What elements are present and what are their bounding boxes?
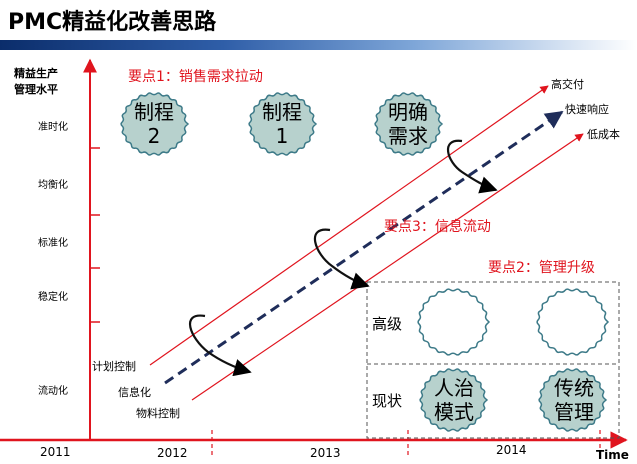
star-process-1-line1: 制程: [262, 100, 302, 124]
cycle-arrow: [446, 139, 498, 194]
level-label-jit: 准时化: [38, 122, 68, 133]
level-label-stable: 稳定化: [38, 292, 68, 303]
star-shape-traditional-mgmt: [538, 368, 608, 432]
panel-label-current: 现状: [372, 392, 403, 410]
star-clear-demand-line1: 明确: [388, 100, 428, 124]
star-process-2: 制程 2: [122, 100, 186, 148]
end-label-low-cost: 低成本: [587, 128, 620, 141]
year-2014: 2014: [496, 443, 527, 457]
star-process-2-line1: 制程: [134, 100, 174, 124]
star-rule-by-people-line1: 人治: [434, 376, 474, 400]
level-label-flow: 流动化: [38, 386, 68, 397]
star-rule-by-people-line2: 模式: [434, 400, 474, 424]
star-shape-rule-by-people: [419, 368, 489, 432]
material-control-line: [191, 133, 584, 401]
year-2012: 2012: [157, 446, 188, 460]
key-point-2: 要点2：管理升级: [488, 260, 595, 276]
cycle-arrow: [188, 314, 252, 377]
x-axis-time-label: Time: [596, 448, 629, 462]
star-shape-advanced-2: [536, 288, 610, 356]
level-label-standard: 标准化: [38, 238, 68, 249]
start-label-plan-control: 计划控制: [92, 360, 136, 373]
year-2011: 2011: [40, 445, 71, 459]
star-process-1-line2: 1: [275, 124, 289, 148]
y-axis-title-line2: 管理水平: [14, 83, 58, 96]
cycle-arrow: [313, 228, 370, 290]
page-title: PMC精益化改善思路: [8, 10, 217, 35]
management-panel: [366, 281, 620, 439]
star-clear-demand-line2: 需求: [388, 124, 428, 148]
star-traditional-mgmt: 传统 管理: [542, 376, 606, 424]
star-traditional-mgmt-line1: 传统: [554, 376, 594, 400]
panel-label-advanced: 高级: [372, 315, 403, 333]
key-point-1: 要点1：销售需求拉动: [128, 69, 263, 85]
star-traditional-mgmt-line2: 管理: [554, 400, 594, 424]
star-shape-advanced-1: [417, 288, 491, 356]
star-shape-process-1: [248, 92, 318, 156]
star-process-1: 制程 1: [250, 100, 314, 148]
level-label-leveling: 均衡化: [38, 180, 68, 191]
title-underline-bar: [0, 40, 637, 50]
star-process-2-line2: 2: [147, 124, 161, 148]
info-flow-line: [164, 110, 564, 385]
star-rule-by-people: 人治 模式: [422, 376, 486, 424]
star-clear-demand: 明确 需求: [376, 100, 440, 148]
end-label-high-delivery: 高交付: [551, 78, 584, 91]
y-axis-title: 精益生产 管理水平: [14, 66, 58, 98]
year-2013: 2013: [310, 446, 341, 460]
star-shape-clear-demand: [374, 92, 444, 156]
key-point-3: 要点3：信息流动: [384, 219, 491, 235]
start-label-information: 信息化: [118, 386, 151, 399]
star-shape-process-2: [120, 92, 190, 156]
plan-control-line: [149, 85, 549, 366]
y-axis-title-line1: 精益生产: [14, 67, 58, 80]
end-label-fast-response: 快速响应: [565, 103, 609, 116]
start-label-material-control: 物料控制: [136, 407, 180, 420]
